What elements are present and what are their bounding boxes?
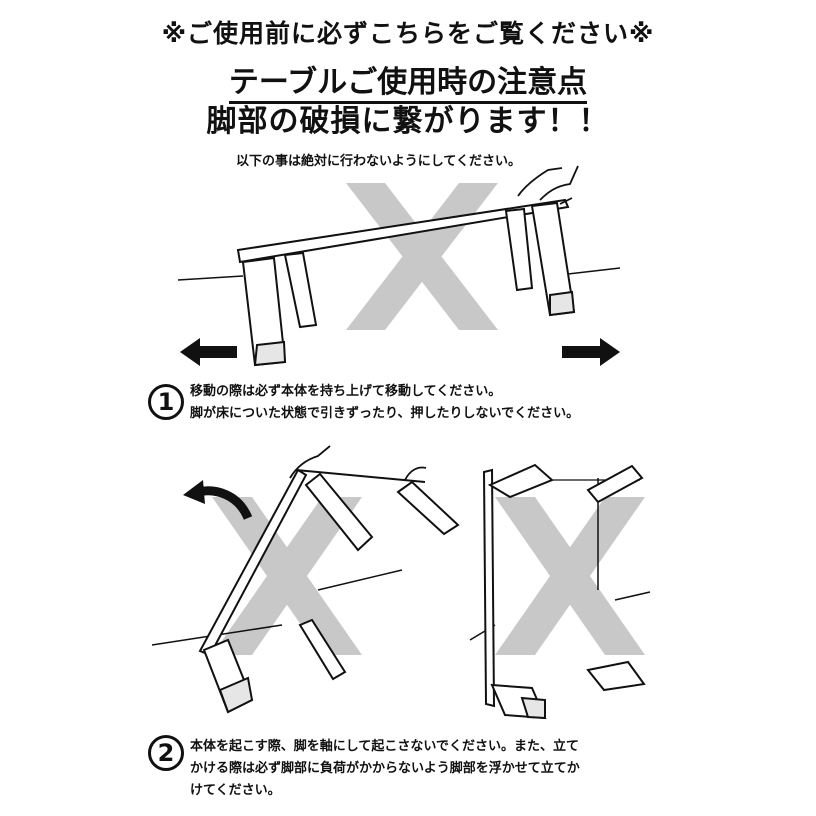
prohibited-cross-icon [495, 497, 645, 655]
step-2-text: 本体を起こす際、脚を軸にして起こさないでください。また、立て かける際は必ず脚部… [190, 736, 650, 802]
step-1-line: 移動の際は必ず本体を持ち上げて移動してください。 [190, 384, 502, 399]
step-2-line: 本体を起こす際、脚を軸にして起こさないでください。また、立て [190, 739, 579, 754]
prohibited-cross-icon [212, 497, 362, 655]
pivot-scene-illustration [151, 445, 460, 714]
tilted-table [236, 198, 576, 367]
tilted-table [198, 468, 460, 714]
arrow-left-icon [180, 338, 237, 366]
step-2-line: かける際は必ず脚部に負荷がかからないよう脚部を浮かせて立てか [190, 761, 580, 776]
step-1-text: 移動の際は必ず本体を持ち上げて移動してください。 脚が床についた状態で引きずった… [190, 381, 579, 425]
page-title-text: テーブルご使用時の注意点 [228, 65, 588, 104]
step-2-line: けてください。 [190, 783, 281, 798]
step-1-line: 脚が床についた状態で引きずったり、押したりしないでください。 [190, 406, 580, 421]
curved-arrow-icon [183, 480, 253, 520]
arrow-right-icon [562, 338, 620, 366]
step-number-2: 2 [148, 735, 184, 771]
page-title: テーブルご使用時の注意点 [0, 57, 816, 104]
prohibited-cross-icon [346, 183, 498, 330]
intro-text: 以下の事は絶対に行わないようにしてください。 [236, 154, 521, 169]
lean-scene-illustration [469, 463, 651, 720]
hands-icon [517, 165, 579, 205]
header-warning-line: ※ご使用前に必ずこちらをご覧ください※ [161, 19, 655, 48]
damage-warning: 脚部の破損に繋がります！！ [206, 104, 610, 139]
tilted-table [482, 463, 646, 720]
hands-icon [289, 445, 427, 481]
drag-scene-illustration [177, 165, 621, 367]
step-number-1: 1 [148, 384, 184, 420]
